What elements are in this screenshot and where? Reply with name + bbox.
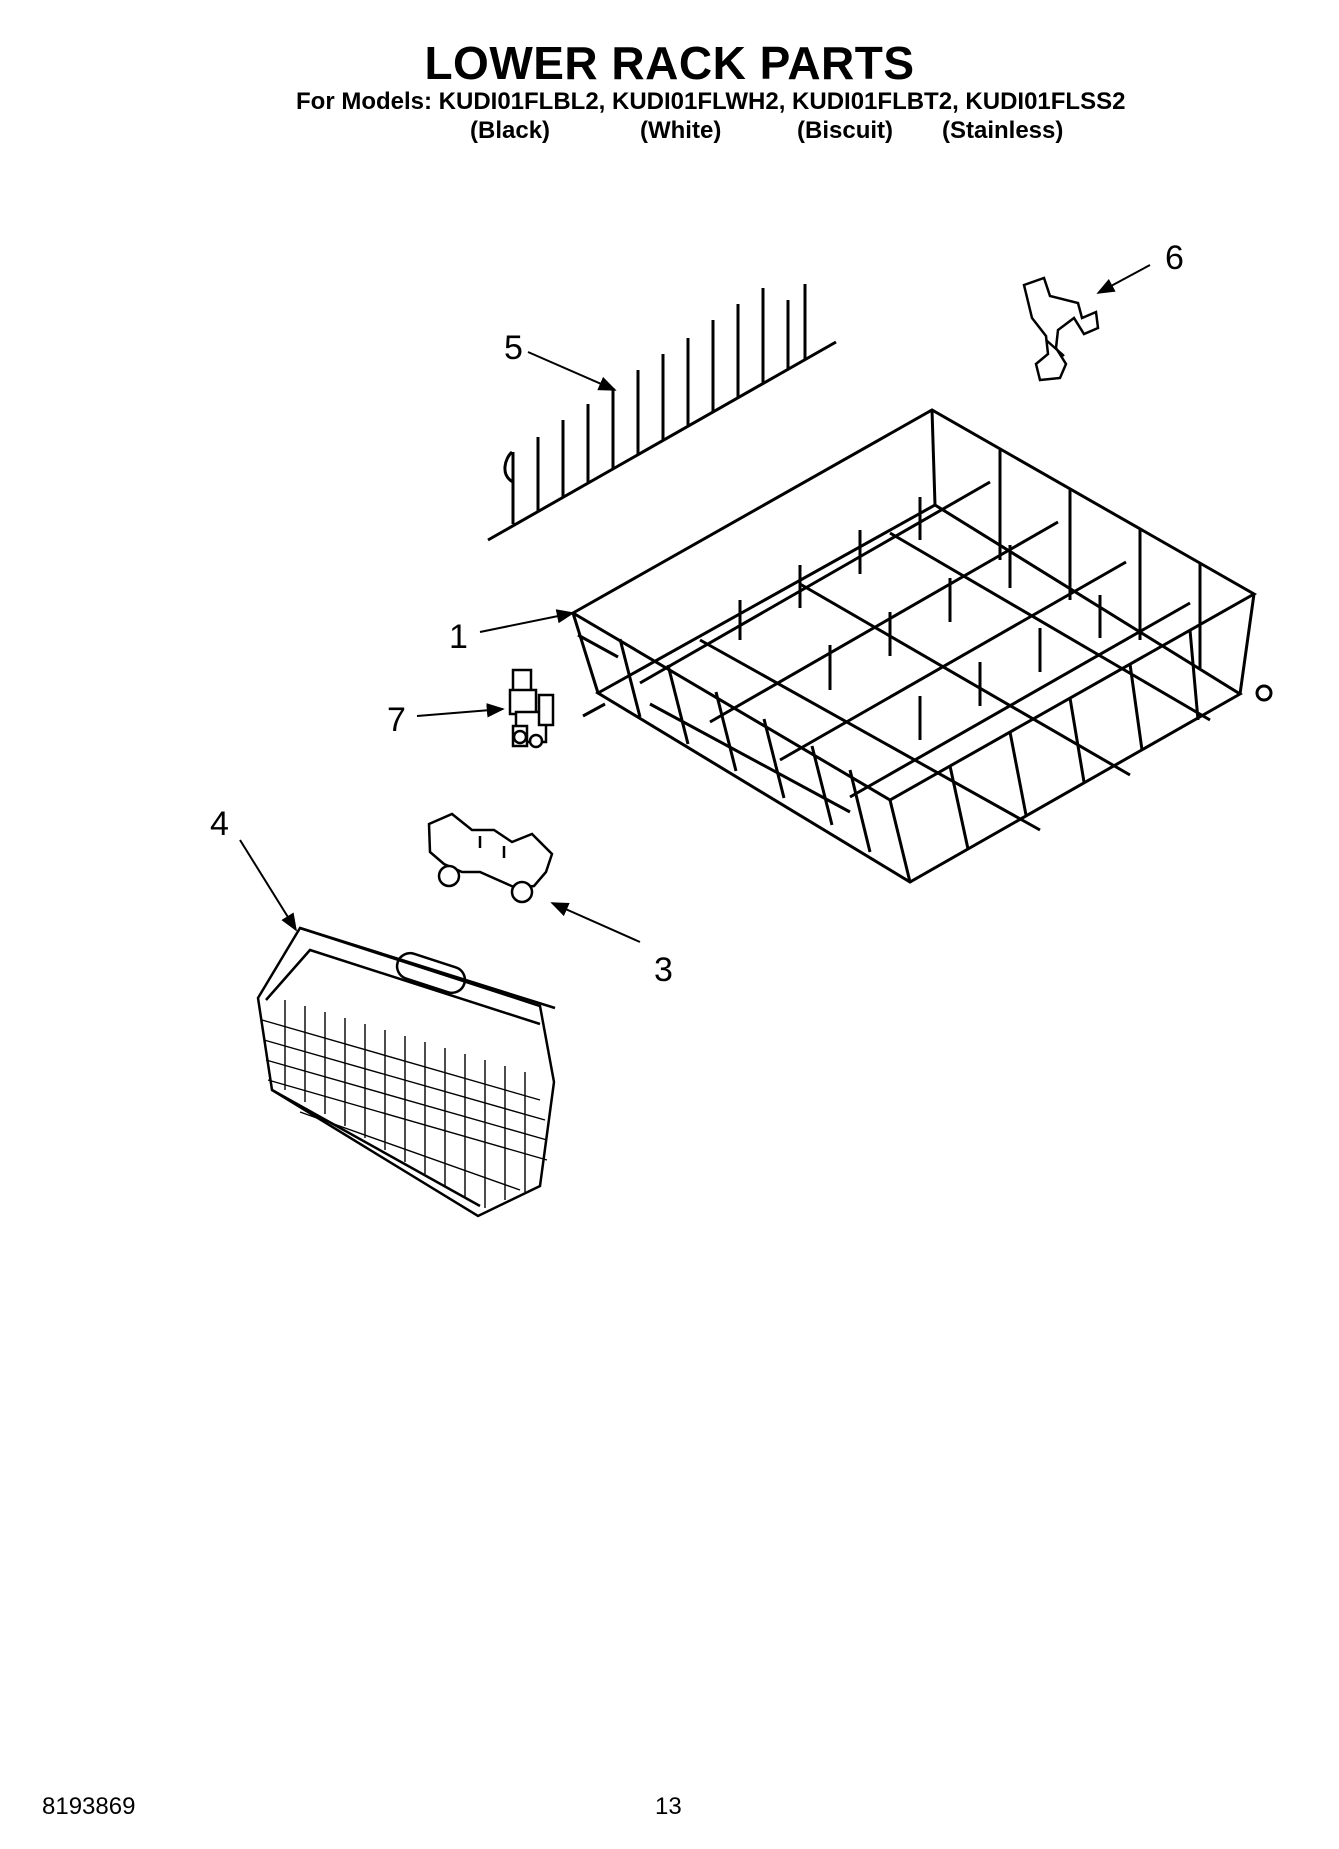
wheel-carrier-part-3	[427, 812, 554, 904]
callout-1: 1	[449, 618, 468, 656]
tine-row-part-5	[487, 284, 837, 542]
lower-rack-part-1	[570, 408, 1273, 884]
variant-white: (White)	[640, 117, 722, 144]
clip-part-7	[508, 668, 555, 749]
variant-biscuit: (Biscuit)	[797, 117, 893, 144]
rack-clip-part-6	[1022, 276, 1100, 382]
callout-7: 7	[387, 701, 406, 739]
models-line: For Models: KUDI01FLBL2, KUDI01FLWH2, KU…	[296, 88, 1126, 115]
variant-black: (Black)	[470, 117, 551, 144]
callout-3: 3	[654, 951, 673, 989]
callout-5: 5	[504, 329, 523, 367]
doc-number: 8193869	[42, 1793, 136, 1820]
page-title: LOWER RACK PARTS	[424, 37, 915, 89]
callout-leaders	[239, 264, 1151, 943]
silverware-basket-part-4	[256, 926, 556, 1218]
variant-stainless: (Stainless)	[942, 117, 1064, 144]
callout-6: 6	[1165, 239, 1184, 277]
page-number: 13	[655, 1793, 682, 1820]
callout-4: 4	[210, 805, 229, 843]
